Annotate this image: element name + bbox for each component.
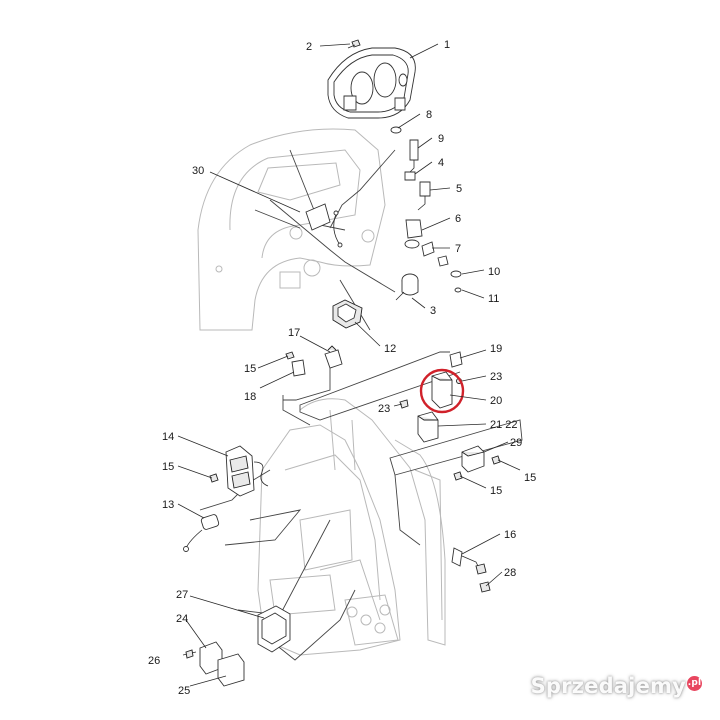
- callout-29: 29: [510, 437, 522, 449]
- callout-10: 10: [488, 266, 500, 278]
- callout-15c: 15: [524, 472, 536, 484]
- callout-21-22: 21 22: [490, 419, 518, 431]
- callout-30: 30: [192, 165, 204, 177]
- dash-connectors: [390, 126, 462, 293]
- highlight-circle: [419, 368, 465, 414]
- callout-26: 26: [148, 655, 160, 667]
- relay-19: [449, 351, 463, 368]
- wiring-harness-frames: [199, 149, 523, 661]
- callout-3: 3: [430, 305, 436, 317]
- callout-15b: 15: [162, 461, 174, 473]
- callout-6: 6: [455, 213, 461, 225]
- callout-2: 2: [306, 41, 312, 53]
- relay-29: [461, 445, 485, 473]
- screw-23b: [399, 399, 409, 409]
- bolt-26: [182, 649, 197, 659]
- leader-lines: [177, 43, 521, 687]
- screw-15a: [285, 351, 295, 360]
- callout-13: 13: [162, 499, 174, 511]
- callout-4: 4: [438, 157, 444, 169]
- relay-18: [291, 359, 306, 377]
- switch-25: [217, 653, 245, 687]
- instrument-cluster: [327, 47, 416, 119]
- panel-bracket: [305, 203, 343, 248]
- watermark-badge: .pl: [687, 676, 702, 691]
- callout-16: 16: [504, 529, 516, 541]
- callout-12: 12: [384, 343, 396, 355]
- callout-7: 7: [455, 243, 461, 255]
- watermark-logo: Sprzedajemy.pl: [531, 674, 702, 698]
- callout-23b: 23: [378, 403, 390, 415]
- screw-15c: [491, 455, 501, 465]
- callout-23a: 23: [490, 371, 502, 383]
- callout-labels: 1 2 3 4 5 6 7 8 9 10 11 12 13 14 15 15 1…: [148, 39, 536, 697]
- screw-15b: [209, 473, 219, 483]
- callout-11: 11: [488, 293, 499, 305]
- chassis-outline: [257, 398, 446, 656]
- sensor-16: [451, 547, 487, 575]
- callout-5: 5: [456, 183, 462, 195]
- sensor-13: [183, 514, 220, 552]
- callout-15d: 15: [490, 485, 502, 497]
- callout-19: 19: [490, 343, 502, 355]
- ignition-switch: [395, 273, 419, 301]
- dashboard-housing-outline: [197, 128, 386, 331]
- callout-9: 9: [438, 133, 444, 145]
- screw-15d: [453, 471, 463, 481]
- callout-1: 1: [444, 39, 450, 51]
- relay-17: [324, 345, 343, 369]
- callout-14: 14: [162, 431, 174, 443]
- callout-17: 17: [288, 327, 300, 339]
- callout-28: 28: [504, 567, 516, 579]
- callout-27: 27: [176, 589, 188, 601]
- callout-25: 25: [178, 685, 190, 697]
- relay-21-22: [417, 411, 439, 443]
- callout-8: 8: [426, 109, 432, 121]
- watermark-text: Sprzedajemy: [530, 674, 686, 698]
- callout-15a: 15: [244, 363, 256, 375]
- combination-switch: [225, 445, 269, 497]
- switch-block: [332, 299, 363, 329]
- switch-bracket-27: [257, 605, 291, 653]
- callout-20: 20: [490, 395, 502, 407]
- screw: [347, 39, 361, 49]
- callout-24: 24: [176, 613, 188, 625]
- callout-18: 18: [244, 391, 256, 403]
